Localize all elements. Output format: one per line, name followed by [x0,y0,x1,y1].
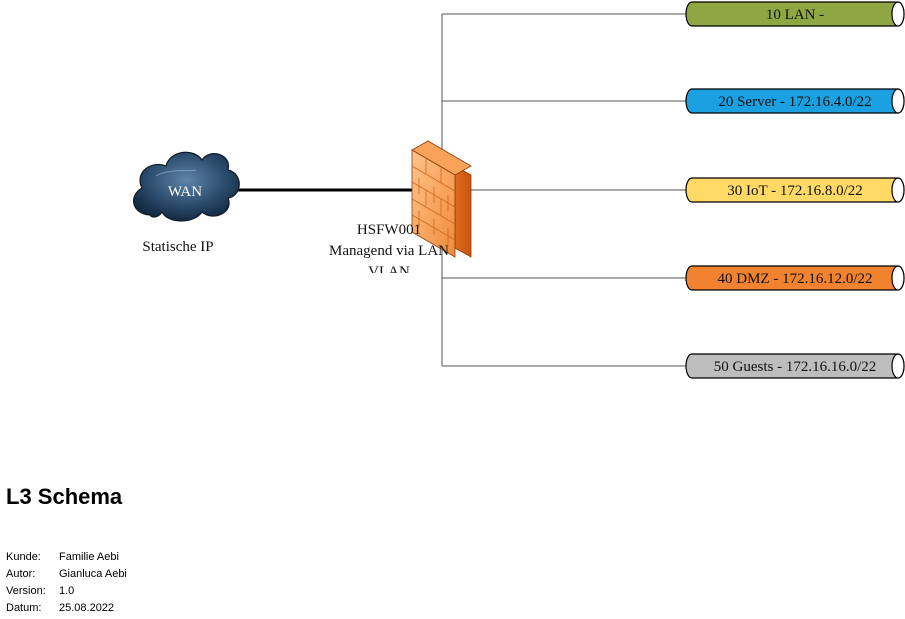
page-title: L3 Schema [6,484,123,509]
vlan-pipe-end-cap [891,265,905,291]
vlan-label: 10 LAN - [766,7,824,23]
info-row-datum: Datum: 25.08.2022 [6,600,127,617]
info-row-version: Version: 1.0 [6,583,127,600]
vlan-label: 20 Server - 172.16.4.0/22 [718,94,871,110]
info-value: Familie Aebi [59,551,119,563]
info-value: Gianluca Aebi [59,568,127,580]
vlan-pipe-3: 30 IoT - 172.16.8.0/22 [685,177,905,203]
firewall-name: HSFW001 [357,222,421,238]
wan-caption: Statische IP [142,239,213,255]
vlan-pipes: 10 LAN - 20 Server - 172.16.4.0/22 30 IoT … [685,1,905,379]
firewall-icon [411,140,472,258]
vlan-pipe-end-cap [891,88,905,114]
vlan-pipe-end-cap [891,353,905,379]
info-row-autor: Autor: Gianluca Aebi [6,566,127,583]
info-label: Version: [6,585,46,597]
firewall-label-clip: VLAN [368,264,410,280]
network-diagram: WAN Statische IP HSFW001 Managend via LA… [133,1,905,379]
vlan-label: 40 DMZ - 172.16.12.0/22 [718,271,873,287]
vlan-pipe-5: 50 Guests - 172.16.16.0/22 [685,353,905,379]
wan-label: WAN [168,184,202,200]
cloud-icon [133,151,240,222]
vlan-pipe-1: 10 LAN - [685,1,905,27]
info-row-kunde: Kunde: Familie Aebi [6,549,127,566]
info-value: 25.08.2022 [59,602,115,614]
info-label: Kunde: [6,551,41,563]
vlan-pipe-4: 40 DMZ - 172.16.12.0/22 [685,265,905,291]
vlan-pipe-end-cap [891,177,905,203]
document-info: Kunde: Familie Aebi Autor: Gianluca Aebi V… [6,549,127,617]
firewall-vlan-line: VLAN [368,264,410,280]
trunk-lines [441,13,694,367]
info-value: 1.0 [59,585,75,597]
info-label: Datum: [6,602,42,614]
firewall-mgmt-line: Managend via LAN [329,243,449,259]
vlan-label: 50 Guests - 172.16.16.0/22 [714,359,877,375]
vlan-label: 30 IoT - 172.16.8.0/22 [727,183,863,199]
vlan-pipe-2: 20 Server - 172.16.4.0/22 [685,88,905,114]
info-label: Autor: [6,568,36,580]
vlan-pipe-end-cap [891,1,905,27]
